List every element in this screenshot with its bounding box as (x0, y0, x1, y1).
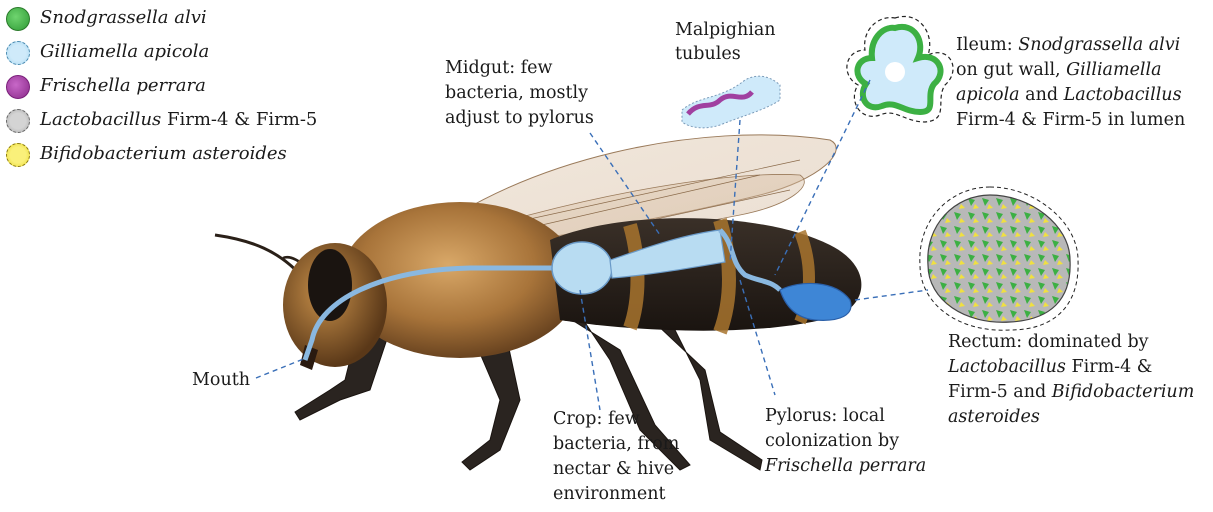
ileum-species: Snodgrassella alvi (1018, 35, 1180, 55)
label-malpighian-line2: tubules (675, 42, 741, 66)
crop-organ (552, 242, 612, 294)
ileum-species: Lactobacillus (1064, 85, 1182, 105)
rectum-species: asteroides (948, 407, 1040, 427)
label-midgut-line1: Midgut: few (445, 56, 553, 80)
rectum-species: Bifidobacterium (1052, 382, 1195, 402)
malpighian-inset (682, 76, 780, 128)
label-ileum-line3: apicola and Lactobacillus (956, 83, 1182, 107)
rectum-text: Firm-5 and (948, 382, 1052, 402)
rectum-text: Firm-4 & (1066, 357, 1152, 377)
label-rectum-line3: Firm-5 and Bifidobacterium (948, 380, 1194, 404)
label-crop-line2: bacteria, from (553, 432, 679, 456)
pylorus-species: Frischella perrara (765, 456, 926, 476)
label-rectum-line1: Rectum: dominated by (948, 330, 1149, 354)
ileum-text: on gut wall, (956, 60, 1066, 80)
label-midgut-line3: adjust to pylorus (445, 106, 594, 130)
ileum-text: and (1020, 85, 1064, 105)
label-pylorus-line3: Frischella perrara (765, 454, 926, 478)
label-mouth: Mouth (192, 368, 250, 392)
label-ileum-line2: on gut wall, Gilliamella (956, 58, 1162, 82)
ileum-prefix: Ileum: (956, 35, 1018, 55)
label-rectum-line4: asteroides (948, 405, 1040, 429)
ileum-species: apicola (956, 85, 1020, 105)
label-malpighian-line1: Malpighian (675, 18, 776, 42)
ileum-inset (847, 16, 953, 122)
rectum-species: Lactobacillus (948, 357, 1066, 377)
label-midgut-line2: bacteria, mostly (445, 81, 588, 105)
label-ileum-line1: Ileum: Snodgrassella alvi (956, 33, 1180, 57)
label-crop-line3: nectar & hive (553, 457, 674, 481)
label-crop-line4: environment (553, 482, 666, 506)
label-crop-line1: Crop: few (553, 407, 640, 431)
label-ileum-line4: Firm-4 & Firm-5 in lumen (956, 108, 1185, 132)
rectum-inset (920, 187, 1078, 330)
ileum-species: Gilliamella (1066, 60, 1161, 80)
label-pylorus-line2: colonization by (765, 429, 899, 453)
label-rectum-line2: Lactobacillus Firm-4 & (948, 355, 1152, 379)
label-pylorus-line1: Pylorus: local (765, 404, 885, 428)
